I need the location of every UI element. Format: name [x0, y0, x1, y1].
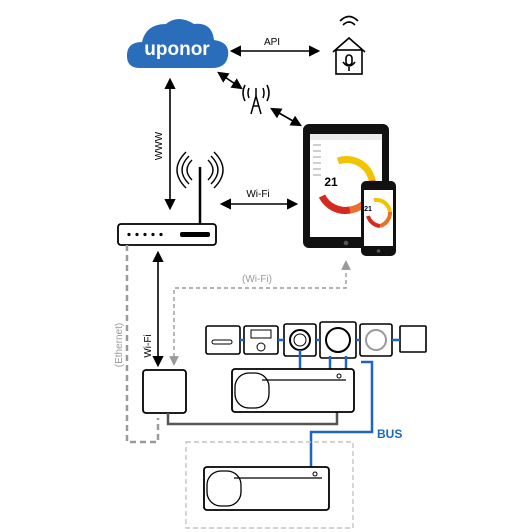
thermostat-icon [319, 321, 357, 359]
thermostat-bus-links [240, 338, 400, 369]
thermostat-icon [205, 325, 241, 355]
router-icon [117, 151, 224, 246]
ethernet-line [125, 245, 160, 444]
bus-line [309, 360, 374, 468]
thermostat-icon [399, 325, 427, 353]
thermostat-icon [243, 325, 279, 355]
tablet-temperature: 21 [324, 175, 338, 189]
www-label: WWW [154, 131, 165, 160]
tower-tablet-arrow [270, 107, 302, 127]
gateway-controller-cable [166, 412, 339, 426]
phone-temperature: 21 [364, 206, 372, 213]
gateway-icon [142, 369, 187, 414]
cloud-tower-arrow [217, 71, 243, 90]
wifi-label: Wi-Fi [246, 189, 269, 200]
cloud-icon: uponor [126, 19, 229, 68]
controller-icon [231, 368, 355, 413]
smart-home-speaker-icon [332, 15, 366, 75]
bus-label: BUS [377, 427, 402, 441]
ethernet-label: (Ethernet) [114, 323, 125, 367]
cell-tower-icon [242, 84, 270, 115]
wifi-dashed-line [169, 260, 351, 366]
smartphone-icon: 21 [361, 181, 396, 256]
slave-controller-area [185, 441, 354, 529]
thermostat-icon [359, 323, 393, 357]
wifi-dashed-label: (Wi-Fi) [242, 274, 272, 285]
brand-name: uponor [144, 39, 210, 60]
wifi-vertical-label: Wi-Fi [143, 334, 154, 357]
controller-icon [203, 466, 330, 511]
api-label: API [264, 37, 280, 48]
